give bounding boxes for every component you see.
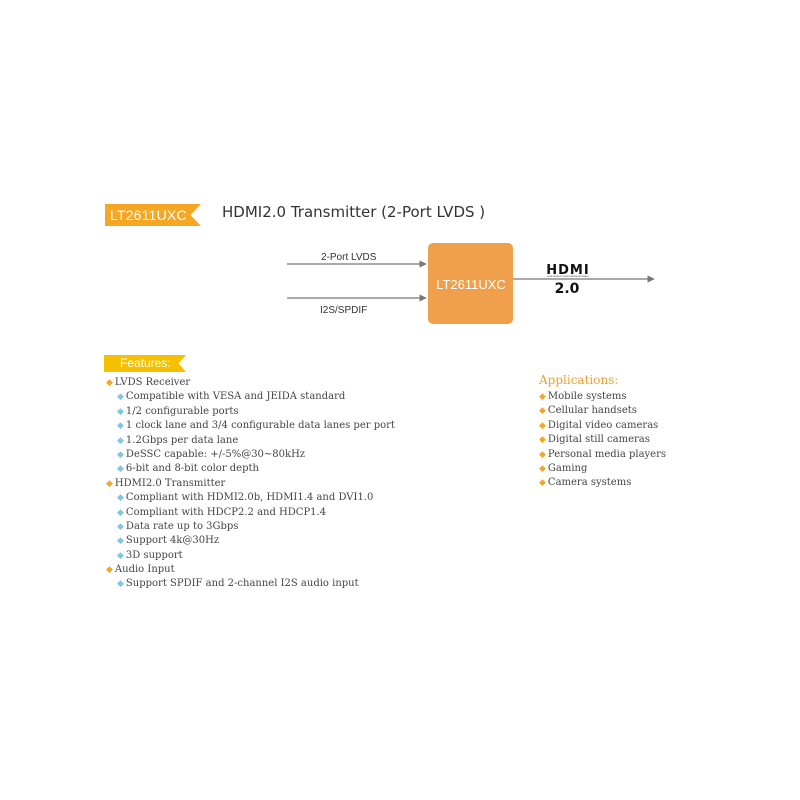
feature-subitem: ◆6-bit and 8-bit color depth [106, 462, 395, 476]
feature-subitem: ◆Compliant with HDCP2.2 and HDCP1.4 [106, 506, 395, 520]
feature-text: Data rate up to 3Gbps [125, 520, 239, 532]
application-item: ◆Mobile systems [539, 390, 666, 404]
feature-text: 3D support [125, 549, 183, 561]
feature-item: ◆HDMI2.0 Transmitter [106, 477, 395, 491]
feature-text: 1 clock lane and 3/4 configurable data l… [125, 420, 395, 432]
application-text: Gaming [547, 462, 588, 474]
part-number-tag: LT2611UXC [105, 204, 201, 226]
features-tag: Features: [104, 355, 186, 372]
feature-subitem: ◆1/2 configurable ports [106, 405, 395, 419]
feature-subitem: ◆3D support [106, 549, 395, 563]
diamond-bullet-icon: ◆ [539, 435, 546, 446]
diamond-bullet-icon: ◆ [106, 478, 113, 489]
application-text: Cellular handsets [547, 405, 637, 417]
application-item: ◆Cellular handsets [539, 404, 666, 418]
diamond-bullet-icon: ◆ [106, 565, 113, 576]
feature-subitem: ◆Compliant with HDMI2.0b, HDMI1.4 and DV… [106, 491, 395, 505]
application-item: ◆Gaming [539, 462, 666, 476]
feature-subitem: ◆Data rate up to 3Gbps [106, 520, 395, 534]
feature-text: Support SPDIF and 2-channel I2S audio in… [125, 578, 359, 590]
diamond-bullet-icon: ◆ [117, 550, 124, 561]
hdmi-logo-text: HDMI [546, 263, 589, 278]
application-item: ◆Digital still cameras [539, 433, 666, 447]
diamond-bullet-icon: ◆ [117, 579, 124, 590]
diamond-bullet-icon: ◆ [117, 521, 124, 532]
feature-subitem: ◆Support SPDIF and 2-channel I2S audio i… [106, 577, 395, 591]
feature-text: 1/2 configurable ports [125, 405, 239, 417]
diamond-bullet-icon: ◆ [117, 464, 124, 475]
diamond-bullet-icon: ◆ [117, 507, 124, 518]
application-text: Personal media players [547, 448, 667, 460]
application-text: Camera systems [547, 477, 632, 489]
hdmi-version: 2.0 [555, 281, 580, 297]
diamond-bullet-icon: ◆ [539, 420, 546, 431]
feature-text: Compliant with HDCP2.2 and HDCP1.4 [125, 506, 327, 518]
diamond-bullet-icon: ◆ [117, 493, 124, 504]
application-item: ◆Personal media players [539, 448, 666, 462]
hdmi-logo-tagline: HIGH-DEFINITION MULTIMEDIA INTERFACE [547, 275, 590, 278]
diamond-bullet-icon: ◆ [539, 478, 546, 489]
diamond-bullet-icon: ◆ [106, 378, 113, 388]
chip-block [428, 243, 513, 324]
application-text: Digital still cameras [547, 434, 650, 446]
feature-subitem: ◆DeSSC capable: +/-5%@30~80kHz [106, 448, 395, 462]
diamond-bullet-icon: ◆ [539, 463, 546, 474]
diamond-bullet-icon: ◆ [117, 536, 124, 547]
feature-subitem: ◆Support 4k@30Hz [106, 534, 395, 548]
audio-input-label: I2S/SPDIF [320, 305, 367, 316]
diamond-bullet-icon: ◆ [117, 449, 124, 460]
application-text: Digital video cameras [547, 419, 659, 431]
diamond-bullet-icon: ◆ [539, 406, 546, 417]
feature-subitem: ◆1 clock lane and 3/4 configurable data … [106, 419, 395, 433]
part-number-label: LT2611UXC [110, 207, 187, 223]
applications-title: Applications: [539, 373, 619, 387]
feature-item: ◆LVDS Receiver [106, 376, 395, 390]
feature-text: 1.2Gbps per data lane [125, 434, 239, 446]
feature-text: HDMI2.0 Transmitter [114, 477, 226, 489]
lvds-input-label: 2-Port LVDS [321, 252, 377, 263]
feature-text: Support 4k@30Hz [125, 535, 220, 547]
diamond-bullet-icon: ◆ [117, 435, 124, 446]
feature-subitem: ◆Compatible with VESA and JEIDA standard [106, 390, 395, 404]
features-title: Features: [120, 356, 171, 370]
feature-text: DeSSC capable: +/-5%@30~80kHz [125, 448, 306, 460]
application-text: Mobile systems [547, 391, 627, 402]
application-item: ◆Camera systems [539, 476, 666, 490]
page-title: HDMI2.0 Transmitter (2-Port LVDS ) [222, 203, 486, 221]
application-item: ◆Digital video cameras [539, 419, 666, 433]
diamond-bullet-icon: ◆ [117, 421, 124, 432]
feature-text: Compatible with VESA and JEIDA standard [125, 391, 346, 403]
feature-item: ◆Audio Input [106, 563, 395, 577]
feature-text: 6-bit and 8-bit color depth [125, 463, 259, 475]
feature-subitem: ◆1.2Gbps per data lane [106, 434, 395, 448]
diamond-bullet-icon: ◆ [539, 449, 546, 460]
feature-text: LVDS Receiver [114, 377, 191, 388]
applications-list: ◆Mobile systems◆Cellular handsets◆Digita… [539, 390, 666, 491]
feature-text: Compliant with HDMI2.0b, HDMI1.4 and DVI… [125, 492, 374, 504]
diamond-bullet-icon: ◆ [117, 392, 124, 403]
features-list: ◆LVDS Receiver◆Compatible with VESA and … [106, 376, 395, 592]
chip-label: LT2611UXC [436, 277, 506, 292]
diamond-bullet-icon: ◆ [117, 406, 124, 417]
feature-text: Audio Input [114, 564, 175, 576]
diamond-bullet-icon: ◆ [539, 392, 546, 402]
